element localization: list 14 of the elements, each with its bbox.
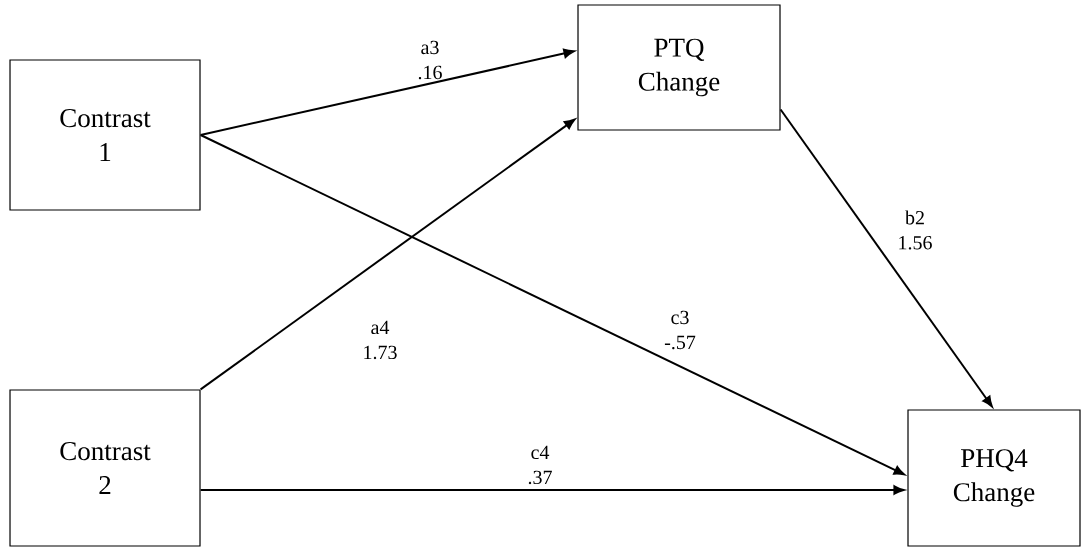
edge-label: a3 .16 bbox=[418, 40, 442, 80]
edge-label: b2 1.56 bbox=[899, 210, 932, 250]
variable-box: PHQ4 Change bbox=[907, 409, 1081, 547]
arrow bbox=[199, 485, 905, 495]
arrow bbox=[779, 108, 993, 408]
arrow bbox=[199, 48, 575, 136]
edge-label: a4 1.73 bbox=[364, 320, 397, 360]
variable-box: Contrast 1 bbox=[9, 59, 201, 211]
variable-box: Contrast 2 bbox=[9, 389, 201, 547]
arrow bbox=[199, 134, 905, 476]
arrow bbox=[199, 118, 576, 391]
edge-label: c4 .37 bbox=[528, 445, 552, 485]
variable-box: PTQ Change bbox=[577, 4, 781, 131]
edge-label: c3 -.57 bbox=[664, 310, 696, 350]
